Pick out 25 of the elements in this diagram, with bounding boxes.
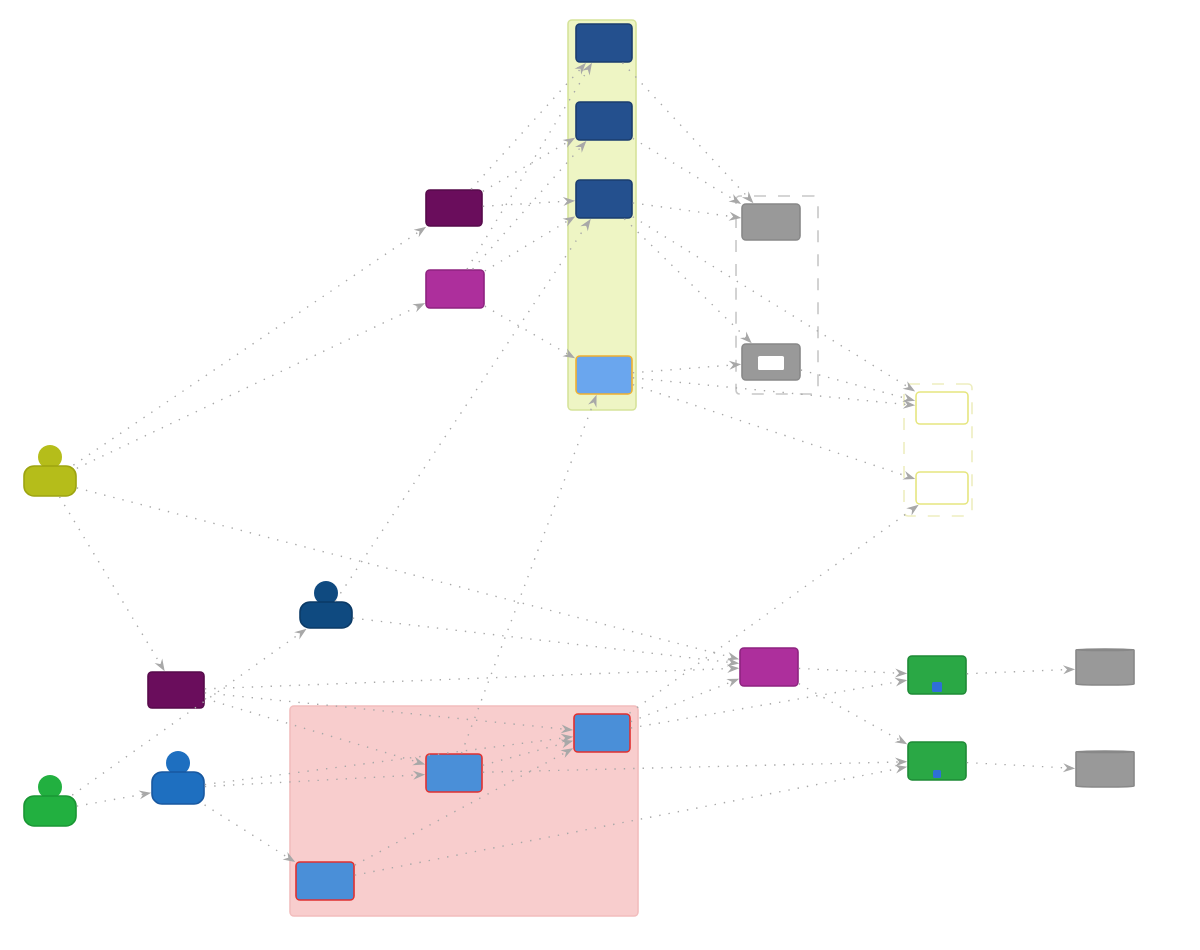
system-box <box>907 655 967 695</box>
container-box <box>575 355 633 395</box>
system-box <box>907 741 967 781</box>
system-box <box>915 391 969 425</box>
database-cylinder <box>1075 648 1135 686</box>
container-box <box>573 713 631 753</box>
container-box <box>575 101 633 141</box>
database-cylinder <box>1075 750 1135 788</box>
container-box <box>295 861 355 901</box>
container-box <box>425 753 483 793</box>
system-box <box>915 471 969 505</box>
group-panel <box>289 705 639 917</box>
group-frame <box>903 383 973 517</box>
system-box <box>739 647 799 687</box>
person-shape <box>151 751 205 805</box>
person-shape <box>23 445 77 497</box>
system-box <box>425 189 483 227</box>
system-box <box>425 269 485 309</box>
person-shape <box>23 775 77 827</box>
container-box <box>575 23 633 63</box>
system-box <box>147 671 205 709</box>
group-frame <box>735 195 819 395</box>
system-box <box>741 203 801 241</box>
container-box <box>575 179 633 219</box>
person-shape <box>299 581 353 629</box>
